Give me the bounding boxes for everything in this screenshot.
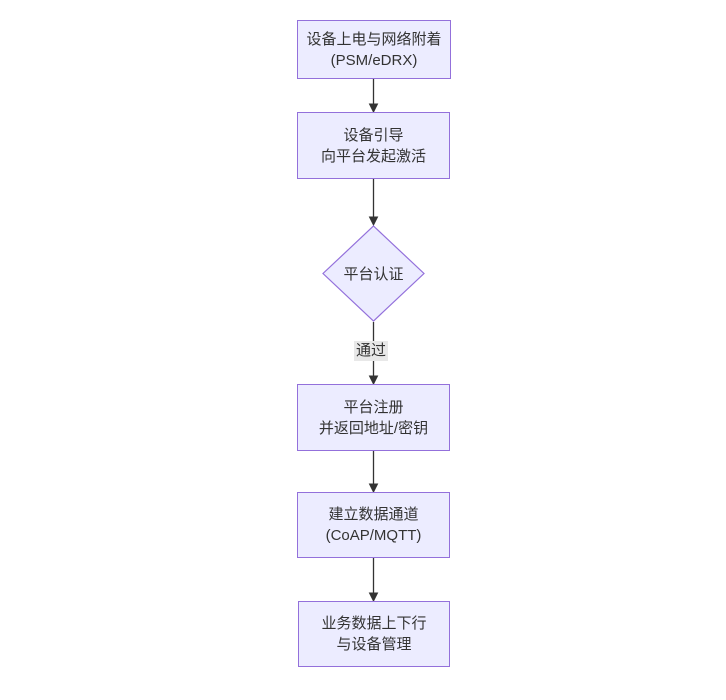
diamond-shape (322, 225, 425, 322)
arrow-register-to-channel (368, 451, 379, 494)
node-text-line: 平台注册 (343, 398, 404, 416)
node-device-bootstrap: 设备引导 向平台发起激活 (297, 112, 450, 179)
node-text-line: 并返回地址/密钥 (318, 419, 429, 437)
node-text-line: 业务数据上下行 (321, 615, 427, 632)
node-power-network-attach: 设备上电与网络附着 (PSM/eDRX) (297, 20, 451, 79)
node-text-line: 与设备管理 (336, 636, 412, 653)
node-data-channel: 建立数据通道 (CoAP/MQTT) (297, 492, 450, 558)
node-platform-register: 平台注册 并返回地址/密钥 (297, 384, 450, 451)
node-text-line: (PSM/eDRX) (330, 51, 418, 69)
node-text-line: 向平台发起激活 (320, 147, 426, 165)
node-text-line: 平台认证 (343, 266, 404, 283)
node-text-line: 设备引导 (343, 126, 404, 144)
edge-label-pass: 通过 (353, 341, 389, 361)
node-text-line: 建立数据通道 (328, 506, 419, 523)
node-text-line: 设备上电与网络附着 (306, 30, 442, 48)
node-business-data: 业务数据上下行 与设备管理 (298, 601, 450, 667)
node-text-line: (CoAP/MQTT) (325, 527, 422, 544)
node-platform-auth-decision: 平台认证 (322, 225, 425, 322)
arrow-channel-to-business (368, 558, 379, 603)
arrow-power-to-bootstrap (368, 79, 379, 114)
arrow-bootstrap-to-auth (368, 179, 379, 227)
